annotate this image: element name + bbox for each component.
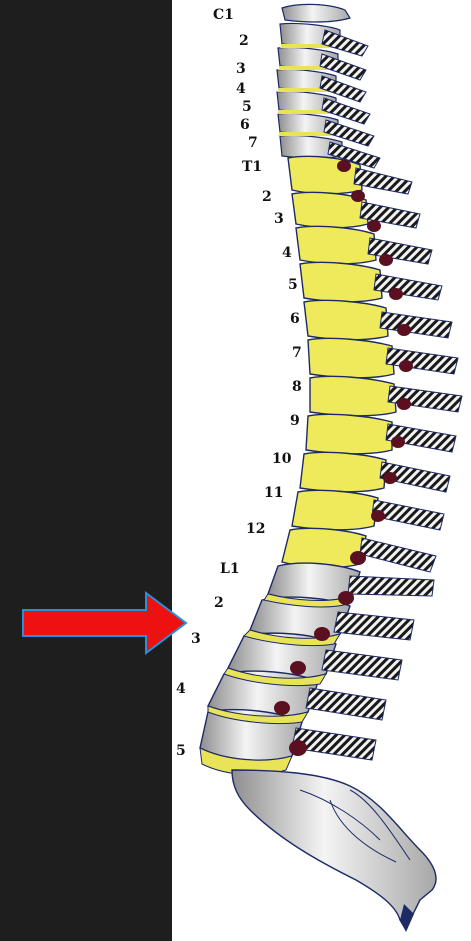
label-t7: 7 — [292, 346, 302, 360]
label-c5: 5 — [242, 100, 252, 114]
label-c4: 4 — [236, 82, 246, 96]
sacrum-coccyx — [232, 770, 436, 932]
label-l5: 5 — [176, 744, 186, 758]
label-l4: 4 — [176, 682, 186, 696]
label-l2: 2 — [214, 596, 224, 610]
label-c6: 6 — [240, 118, 250, 132]
label-t2: 2 — [262, 190, 272, 204]
label-t10: 10 — [272, 452, 291, 466]
right-arrow-icon — [20, 590, 190, 656]
label-t3: 3 — [274, 212, 284, 226]
label-t12: 12 — [246, 522, 265, 536]
label-c2: 2 — [239, 34, 249, 48]
label-t11: 11 — [264, 486, 283, 500]
label-t4: 4 — [282, 246, 292, 260]
label-t5: 5 — [288, 278, 298, 292]
cervical-vertebrae — [277, 4, 380, 168]
label-t8: 8 — [292, 380, 302, 394]
label-c3: 3 — [236, 62, 246, 76]
label-t6: 6 — [290, 312, 300, 326]
label-t9: 9 — [290, 414, 300, 428]
label-l3: 3 — [191, 632, 201, 646]
label-t1: T1 — [242, 160, 262, 174]
label-l1: L1 — [220, 562, 240, 576]
label-c7: 7 — [248, 136, 258, 150]
label-c1: C1 — [213, 8, 234, 22]
